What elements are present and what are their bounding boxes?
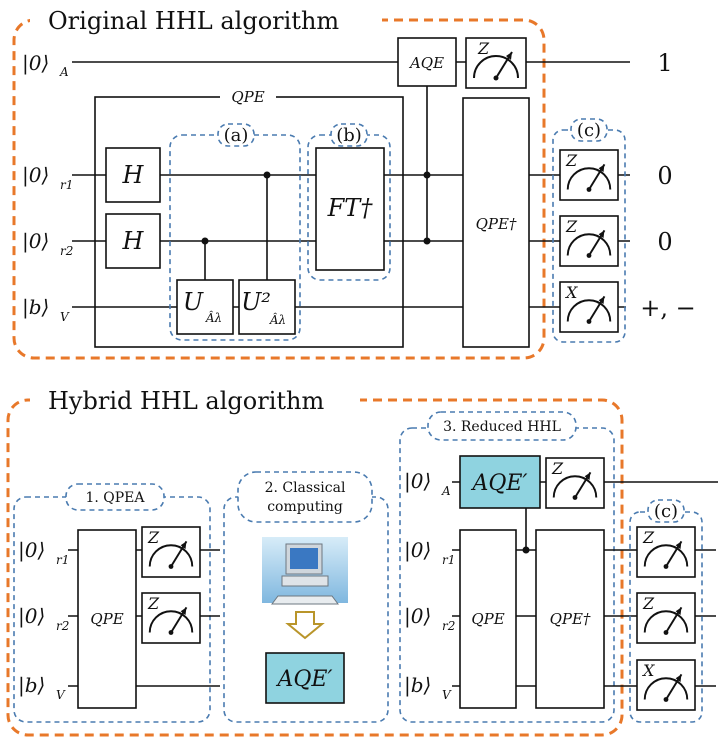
meter-r1-basis: Z (565, 151, 578, 170)
original-meters: Z Z X (559, 149, 619, 333)
reduced-qpe-dagger-label: QPE† (550, 610, 591, 628)
h-gate-2 (105, 213, 161, 269)
computer-icon (262, 537, 348, 605)
aqe-prime-classical (265, 652, 345, 704)
reg-a-ket: |0⟩ (22, 51, 49, 76)
meter-r2-basis: Z (565, 217, 578, 236)
control-dot-u (201, 237, 209, 245)
qpe-dagger-label: QPE† (476, 215, 517, 233)
reduced-label: 3. Reduced HHL (443, 419, 561, 435)
svg-text:Z: Z (147, 528, 160, 547)
svg-text:A: A (441, 484, 451, 498)
reg-r2-ket: |0⟩ (22, 229, 49, 254)
reg-r1-sub: r1 (60, 178, 73, 192)
hybrid-meters: Z Z X (636, 526, 696, 711)
svg-text:V: V (56, 688, 66, 702)
svg-text:Z: Z (147, 594, 160, 613)
u2-gate-label: U² (241, 288, 271, 316)
section-c-label: (c) (577, 120, 601, 141)
reduced-qpe-gate (459, 529, 517, 709)
qpea-label: 1. QPEA (85, 490, 145, 506)
svg-text:X: X (641, 661, 655, 680)
u-gate-sub: Âλ (205, 310, 222, 325)
aqe-gate (397, 37, 457, 87)
svg-text:|b⟩: |b⟩ (18, 673, 45, 698)
ft-dagger-label: FT† (327, 194, 374, 222)
svg-text:r2: r2 (56, 619, 69, 633)
aqe-prime-reduced-label: AQE′ (471, 471, 528, 496)
section-b-label: (b) (336, 125, 362, 146)
meter-v-basis: X (564, 283, 578, 302)
svg-text:r1: r1 (56, 553, 69, 567)
h-gate-1 (105, 147, 161, 203)
u-gate-label: U (183, 288, 204, 316)
qpea-qpe-gate (77, 529, 137, 709)
classical-label-2: computing (267, 499, 343, 515)
reg-a-sub: A (59, 65, 69, 79)
svg-text:|0⟩: |0⟩ (22, 163, 49, 188)
down-arrow-icon (285, 611, 325, 640)
svg-text:Z: Z (551, 459, 564, 478)
u2-gate-sub: Âλ (269, 312, 286, 327)
qpea-register-labels: |0⟩ r1 |0⟩ r2 |b⟩ V (18, 538, 69, 702)
reg-r2-sub: r2 (60, 244, 73, 258)
svg-text:|b⟩: |b⟩ (22, 295, 49, 320)
svg-text:r1: r1 (442, 553, 455, 567)
svg-text:|b⟩: |b⟩ (404, 673, 431, 698)
qpe-dagger-gate (462, 97, 530, 348)
outcome-r2: 0 (657, 228, 672, 256)
u-gate (176, 279, 234, 335)
svg-text:|0⟩: |0⟩ (404, 469, 431, 494)
outcome-r1: 0 (657, 162, 672, 190)
original-register-labels: |0⟩ A |0⟩ r1 |0⟩ r2 |b⟩ V (22, 51, 73, 324)
h-gate-2-label: H (122, 227, 145, 255)
outcome-v: +, − (640, 294, 695, 322)
svg-text:Z: Z (642, 528, 655, 547)
original-title: Original HHL algorithm (48, 7, 339, 35)
reduced-register-labels: |0⟩ A |0⟩ r1 |0⟩ r2 |b⟩ V (404, 469, 455, 702)
u2-gate (238, 279, 296, 335)
svg-text:|0⟩: |0⟩ (18, 604, 45, 629)
section-a-label: (a) (224, 125, 249, 146)
reduced-qpe-label: QPE (471, 610, 504, 628)
qpea-qpe-label: QPE (90, 610, 123, 628)
outcome-a: 1 (657, 49, 672, 77)
svg-text:|0⟩: |0⟩ (22, 51, 49, 76)
meter-a-basis: Z (477, 39, 490, 58)
classical-label-1: 2. Classical (265, 480, 346, 496)
svg-text:|0⟩: |0⟩ (18, 538, 45, 563)
reduced-qpe-dagger-gate (535, 529, 605, 709)
aqe-prime-reduced (459, 455, 541, 509)
reg-r1-ket: |0⟩ (22, 163, 49, 188)
svg-text:Z: Z (642, 594, 655, 613)
aqe-label: AQE (408, 54, 444, 72)
svg-text:|0⟩: |0⟩ (404, 604, 431, 629)
hybrid-section-c-label: (c) (654, 501, 678, 522)
hybrid-title: Hybrid HHL algorithm (48, 387, 324, 415)
section-c-frame (552, 129, 626, 343)
svg-text:V: V (442, 688, 452, 702)
svg-text:|0⟩: |0⟩ (404, 538, 431, 563)
control-dot-u2 (263, 171, 271, 179)
ft-dagger-gate (315, 147, 385, 271)
svg-text:|0⟩: |0⟩ (22, 229, 49, 254)
reduced-control-dot (522, 546, 530, 554)
h-gate-1-label: H (122, 161, 145, 189)
hybrid-section-c-frame (629, 511, 703, 723)
qpe-label: QPE (231, 88, 264, 106)
aqe-prime-classical-label: AQE′ (276, 667, 333, 692)
svg-text:r2: r2 (442, 619, 455, 633)
reg-v-sub: V (60, 310, 70, 324)
reg-v-ket: |b⟩ (22, 295, 49, 320)
